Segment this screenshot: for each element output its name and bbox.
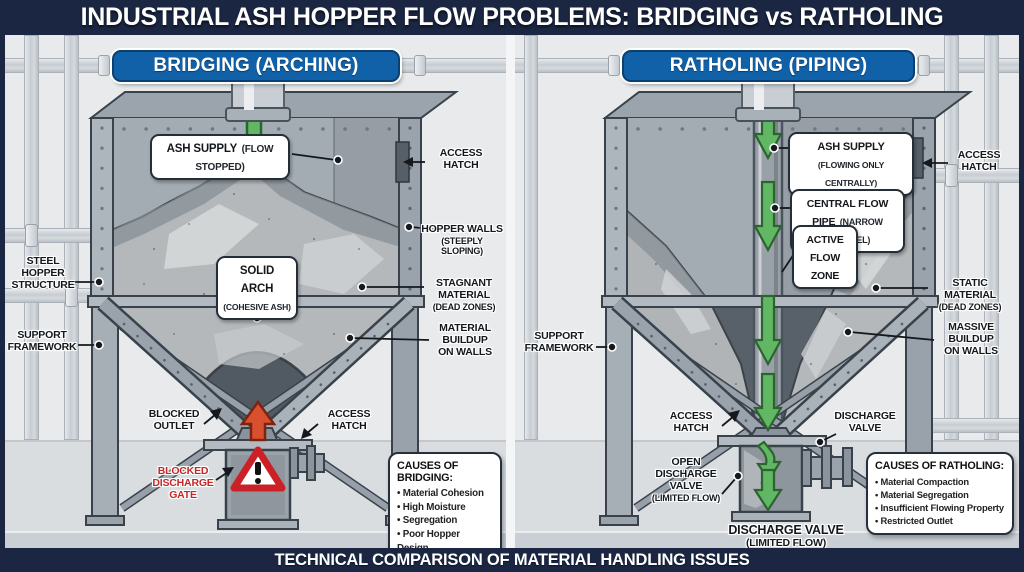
ash-light-patch xyxy=(299,234,384,294)
label-steel-hopper-structure: STEEL HOPPER STRUCTURE xyxy=(11,255,75,291)
callout-active-flow-zone: ACTIVE FLOW ZONE xyxy=(792,225,858,289)
pipe-collar xyxy=(98,55,110,76)
label-access-hatch-bottom: ACCESS HATCH xyxy=(669,410,713,434)
bridging-panel-header: BRIDGING (ARCHING) xyxy=(112,50,400,82)
frame-border-right xyxy=(1019,35,1024,548)
callout-main: CENTRAL FLOW PIPE xyxy=(806,198,889,228)
callout-main: ACTIVE FLOW ZONE xyxy=(806,234,844,282)
label-sub: (DEAD ZONES) xyxy=(432,301,496,312)
callout-ash-supply: ASH SUPPLY (FLOWING ONLY CENTRALLY) xyxy=(788,132,914,196)
label-support-framework: SUPPORT FRAMEWORK xyxy=(524,330,594,354)
background-pipe xyxy=(984,35,999,440)
blocked-arrow-icon xyxy=(239,399,277,442)
side-valve-pipe xyxy=(801,445,853,489)
callout-sub: (FLOWING ONLY CENTRALLY) xyxy=(817,160,885,188)
label-massive-buildup: MASSIVE BUILDUP ON WALLS xyxy=(944,321,998,357)
label-main: HOPPER WALLS xyxy=(421,222,503,235)
pipe-collar xyxy=(65,284,78,307)
callout-main: SOLID ARCH xyxy=(239,265,275,295)
label-static-material: STATIC MATERIAL (DEAD ZONES) xyxy=(928,266,1012,324)
label-main: OPEN DISCHARGE VALVE xyxy=(655,455,717,492)
frame-border-left xyxy=(0,35,5,548)
background-pipe xyxy=(524,35,538,440)
causes-heading: CAUSES OF RATHOLING: xyxy=(875,460,1004,472)
ratholing-hopper-illustration xyxy=(596,57,974,526)
warning-icon xyxy=(230,446,286,492)
label-access-hatch-bottom: ACCESS HATCH xyxy=(327,408,371,432)
label-discharge-valve: DISCHARGE VALVE xyxy=(834,410,896,434)
causes-item: High Moisture xyxy=(397,501,493,515)
label-sub: (STEEPLY SLOPING) xyxy=(441,235,483,257)
callout-ash-supply: ASH SUPPLY (FLOW STOPPED) xyxy=(150,134,290,180)
causes-item: Restricted Outlet xyxy=(875,514,1005,527)
background-pipe xyxy=(944,35,959,440)
label-sub: (LIMITED FLOW) xyxy=(745,536,826,549)
callout-solid-arch: SOLID ARCH (COHESIVE ASH) xyxy=(216,256,298,320)
label-sub: (DEAD ZONES) xyxy=(938,301,1002,312)
material-light-patch xyxy=(801,309,846,379)
label-stagnant-material: STAGNANT MATERIAL (DEAD ZONES) xyxy=(423,266,505,324)
label-support-framework: SUPPORT FRAMEWORK xyxy=(7,329,77,353)
label-discharge-valve-limited-flow: DISCHARGE VALVE (LIMITED FLOW) xyxy=(722,511,850,562)
label-access-hatch-top: ACCESS HATCH xyxy=(957,149,1001,173)
label-material-buildup: MATERIAL BUILDUP ON WALLS xyxy=(438,322,492,358)
pipe-collar xyxy=(945,164,958,187)
pipe-collar xyxy=(608,55,620,76)
ash-light-patch xyxy=(164,204,259,269)
label-access-hatch-top: ACCESS HATCH xyxy=(439,147,483,171)
central-flow-pipe xyxy=(752,116,784,434)
material-crust xyxy=(626,210,711,306)
label-main: DISCHARGE VALVE xyxy=(728,522,844,537)
causes-heading: CAUSES OF BRIDGING: xyxy=(397,460,459,484)
ratholing-panel-header: RATHOLING (PIPING) xyxy=(622,50,915,82)
callout-main: ASH SUPPLY xyxy=(817,141,885,153)
label-blocked-outlet: BLOCKED OUTLET xyxy=(148,408,200,432)
causes-item: Material Segregation xyxy=(875,488,1005,501)
hopper-walls xyxy=(97,296,415,445)
callout-sub: (FLOW STOPPED) xyxy=(195,144,274,173)
leader-lines xyxy=(74,153,442,481)
label-blocked-discharge-gate: BLOCKED DISCHARGE GATE xyxy=(152,465,214,501)
label-open-discharge-valve: OPEN DISCHARGE VALVE (LIMITED FLOW) xyxy=(648,445,724,515)
label-hopper-walls: HOPPER WALLS (STEEPLY SLOPING) xyxy=(419,212,505,268)
pipe-collar xyxy=(414,55,426,76)
pipe-collar xyxy=(918,55,930,76)
footer-caption: TECHNICAL COMPARISON OF MATERIAL HANDLIN… xyxy=(0,548,1024,572)
callout-main: ASH SUPPLY xyxy=(166,143,238,155)
ash-light-patch xyxy=(214,324,304,369)
page-title: INDUSTRIAL ASH HOPPER FLOW PROBLEMS: BRI… xyxy=(0,0,1024,35)
hopper-walls xyxy=(611,296,929,445)
bin-columns xyxy=(604,117,936,303)
causes-item: Insufficient Flowing Property xyxy=(875,501,1005,514)
causes-item: Material Cohesion xyxy=(397,487,493,501)
causes-of-ratholing-box: CAUSES OF RATHOLING: Material Compaction… xyxy=(866,452,1014,535)
label-sub: (LIMITED FLOW) xyxy=(651,492,721,503)
causes-item: Material Compaction xyxy=(875,475,1005,488)
label-main: STATIC MATERIAL xyxy=(944,276,996,301)
panel-divider xyxy=(506,35,515,548)
side-valve-pipe xyxy=(289,445,325,481)
callout-sub: (COHESIVE ASH) xyxy=(223,302,291,312)
causes-item: Segregation xyxy=(397,514,493,528)
causes-of-bridging-box: CAUSES OF BRIDGING: Material Cohesion Hi… xyxy=(388,452,502,563)
pipe-collar xyxy=(25,224,38,247)
label-main: STAGNANT MATERIAL xyxy=(436,276,492,301)
leader-lines xyxy=(596,143,948,495)
